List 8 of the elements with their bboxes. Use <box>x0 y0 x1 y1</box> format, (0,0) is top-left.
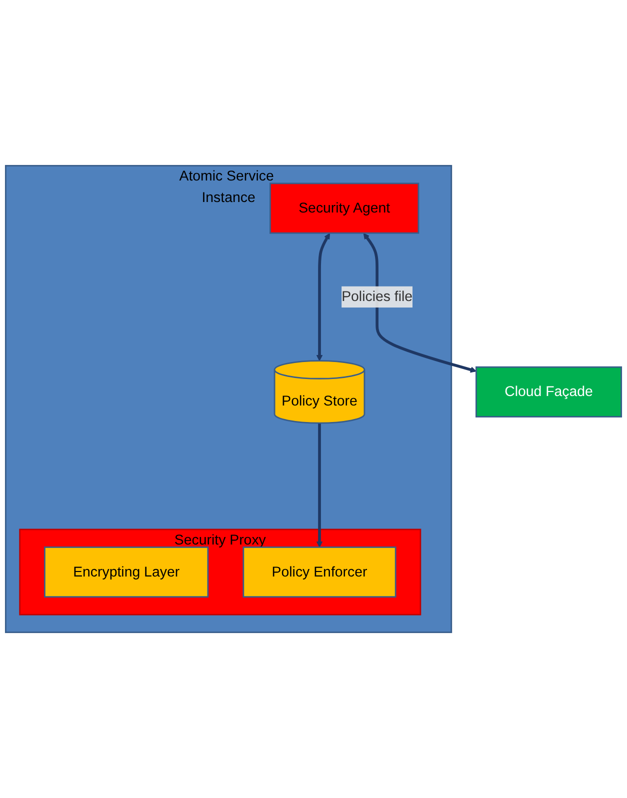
arrow <box>316 423 323 548</box>
node-box: Policy Enforcer <box>242 546 396 598</box>
arrow <box>363 233 476 373</box>
arrow <box>316 233 330 362</box>
node-box: Security Agent <box>270 182 420 234</box>
node-box: Encrypting Layer <box>44 546 209 598</box>
edge-label: Policies file <box>342 289 413 305</box>
node-box: Cloud Façade <box>476 366 622 418</box>
